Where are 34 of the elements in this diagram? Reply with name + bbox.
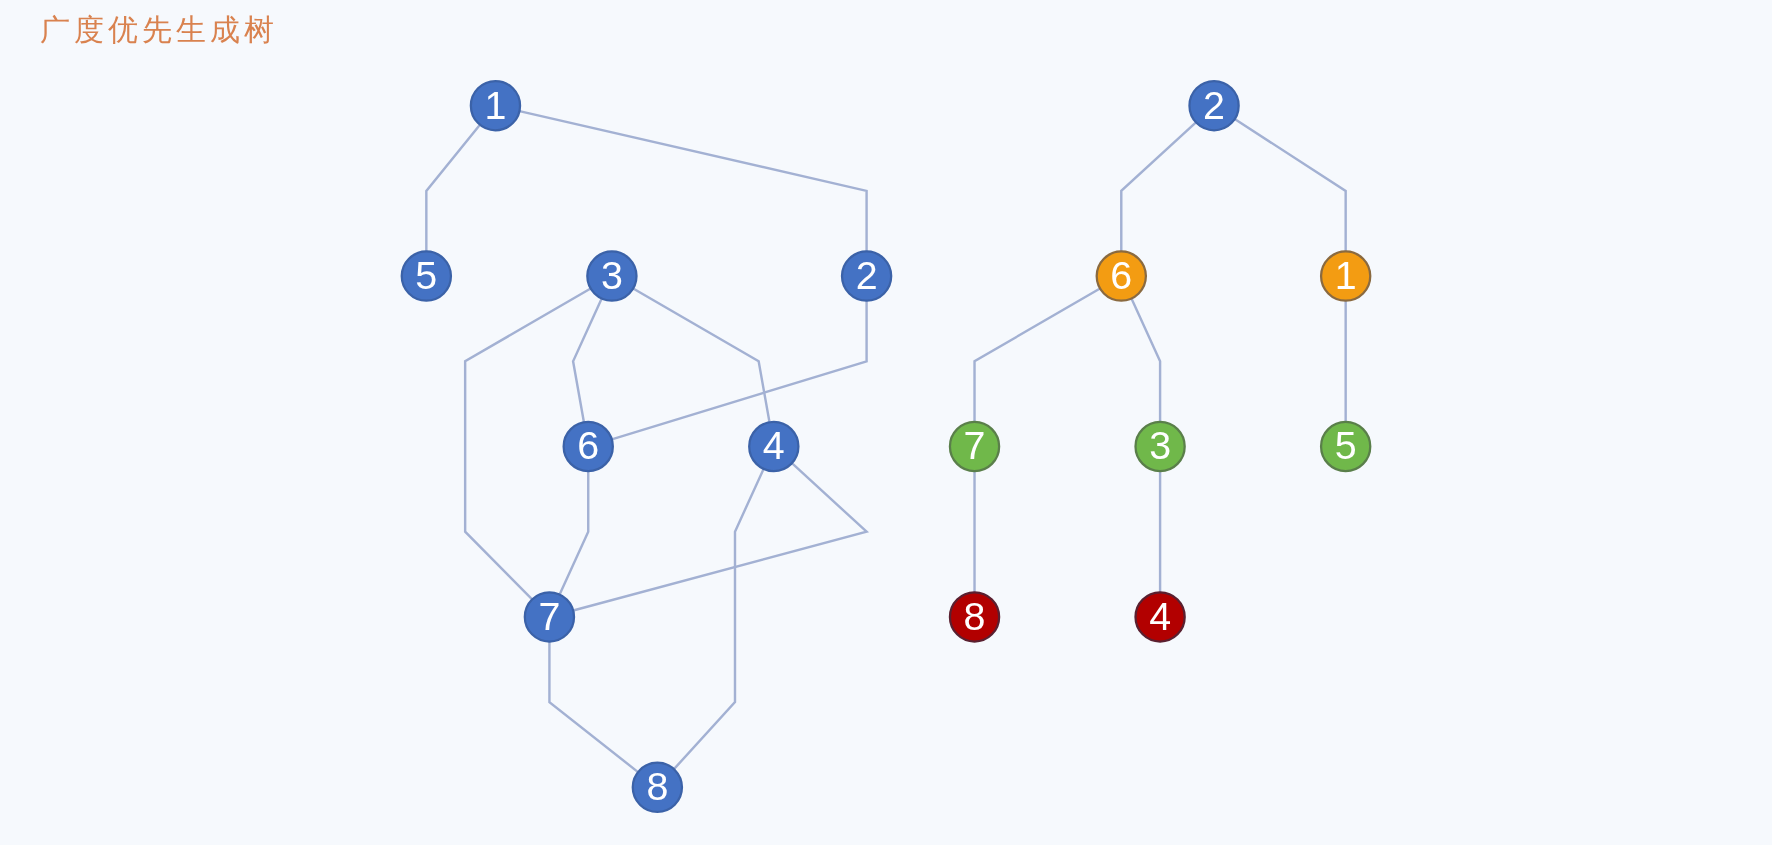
connector-line [1120, 121, 1197, 252]
connector-line [519, 110, 868, 252]
circle-node: 1 [469, 79, 522, 132]
connector-line [673, 468, 765, 770]
circle-node: 8 [948, 591, 1001, 643]
connector-line [558, 471, 590, 596]
circle-node: 3 [586, 250, 638, 302]
circle-node: 1 [1319, 250, 1372, 302]
connector-line [1130, 297, 1162, 422]
connector-line [1158, 471, 1162, 593]
circle-node: 8 [631, 761, 684, 814]
circle-node: 3 [1134, 420, 1186, 473]
circle-node: 6 [1095, 250, 1147, 302]
connector-line [571, 297, 603, 423]
connector-line [973, 287, 1101, 422]
connector-line [611, 300, 868, 441]
connector-line [572, 462, 870, 612]
circle-node: 7 [948, 420, 1001, 473]
title: 广度优先生成树 [40, 11, 278, 49]
connector-line [548, 641, 639, 774]
connector-line [973, 471, 976, 593]
circle-node: 4 [1134, 591, 1186, 643]
connector-line [1234, 118, 1347, 252]
circle-node: 5 [400, 250, 453, 302]
connector-line [1344, 300, 1347, 422]
circle-node: 2 [840, 250, 893, 302]
connector-line [632, 287, 771, 423]
circle-node: 6 [562, 420, 614, 473]
connector-line [463, 287, 592, 601]
circle-node: 7 [523, 591, 576, 643]
connector-line [425, 124, 481, 252]
circle-node: 2 [1188, 79, 1240, 132]
circle-node: 4 [748, 420, 800, 473]
circle-node: 5 [1319, 420, 1372, 473]
